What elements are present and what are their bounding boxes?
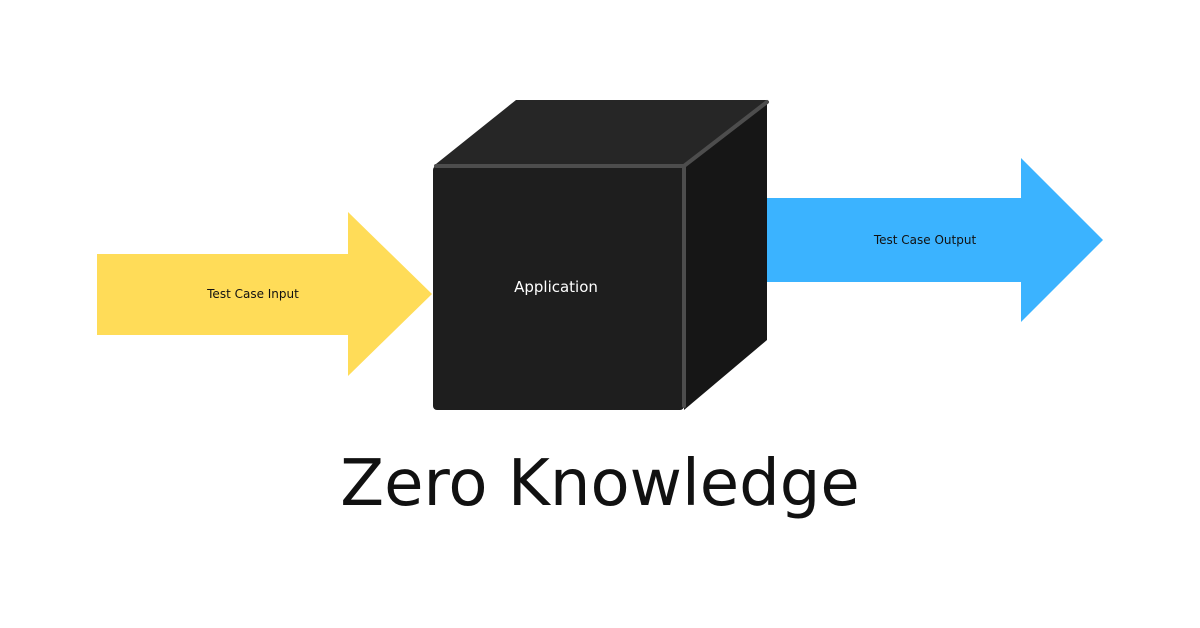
- cube-front-face: [433, 166, 684, 410]
- application-black-box: [433, 100, 769, 410]
- cube-top-face: [436, 100, 767, 166]
- diagram-title: Zero Knowledge: [340, 447, 859, 521]
- application-label: Application: [514, 278, 598, 296]
- input-arrow-label: Test Case Input: [206, 287, 299, 301]
- output-arrow: [764, 158, 1103, 322]
- input-arrow: [97, 212, 432, 376]
- cube-side-face: [684, 100, 767, 410]
- output-arrow-label: Test Case Output: [873, 233, 977, 247]
